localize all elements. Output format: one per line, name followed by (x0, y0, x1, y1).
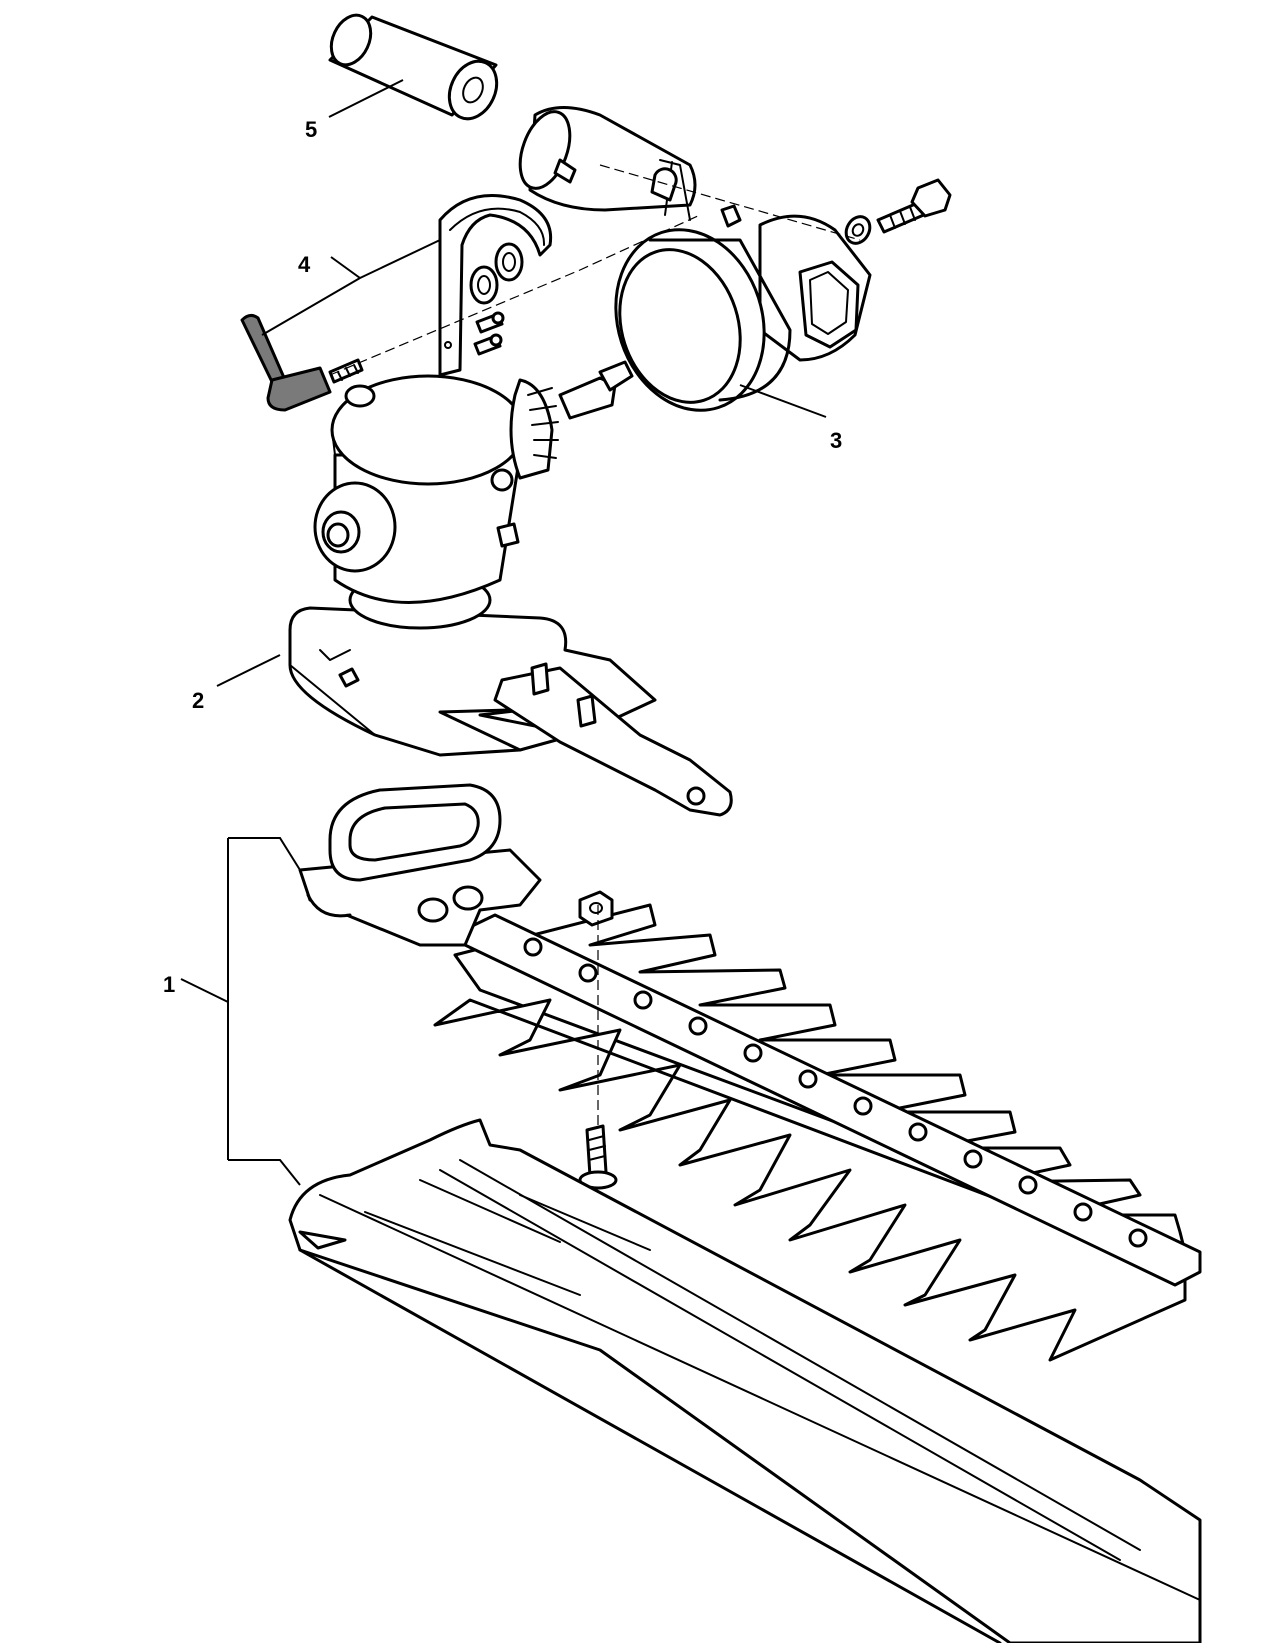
housing-bolt-and-washer (844, 178, 952, 245)
part-4-bracket-assembly (438, 194, 553, 377)
callout-2: 2 (192, 688, 204, 713)
callout-1: 1 (163, 972, 175, 997)
part-2-gearbox (288, 360, 657, 757)
callout-5: 5 (305, 117, 317, 142)
part-1-blade-assembly (288, 783, 1202, 1643)
assembly-axis-lines (329, 164, 861, 1130)
callout-4: 4 (298, 252, 311, 277)
clamp-lever (240, 313, 364, 412)
blade-drive-arm (493, 662, 733, 817)
part-5-spacer-tube (328, 13, 499, 121)
part-3-shaft-housing (518, 106, 872, 412)
leader-lines (180, 79, 827, 1186)
callout-3: 3 (830, 428, 842, 453)
